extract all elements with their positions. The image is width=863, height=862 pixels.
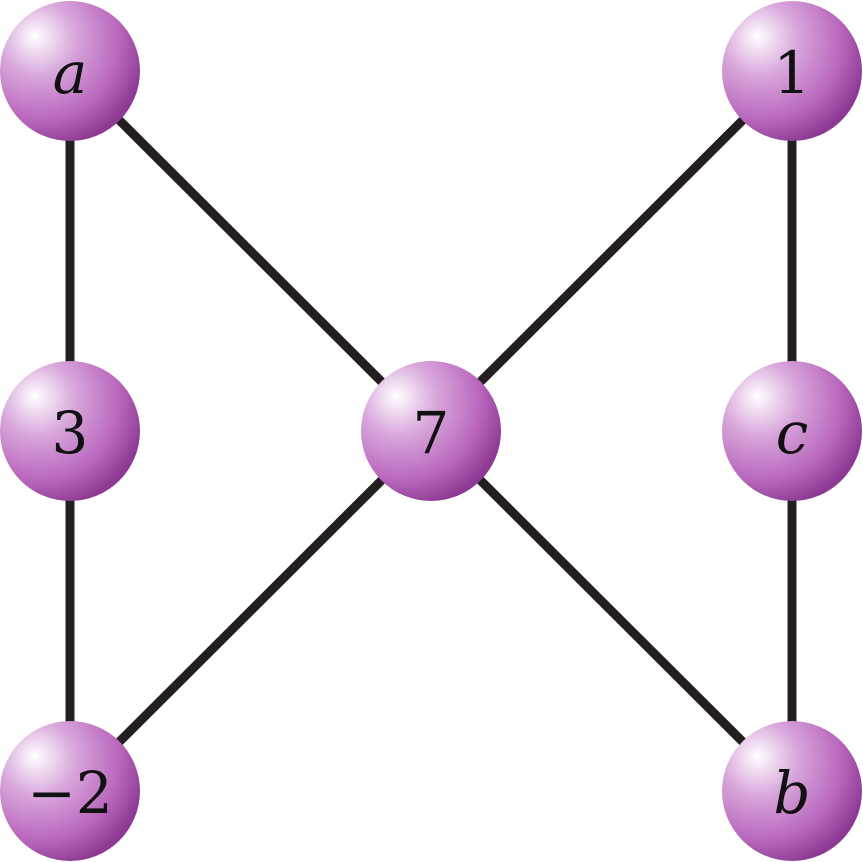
node-sphere [722, 721, 862, 861]
node-label: c [776, 399, 808, 467]
node-seven: 7 [361, 361, 501, 501]
node-label: −2 [27, 759, 113, 827]
edges-layer [65, 115, 797, 747]
node-label: 7 [413, 399, 450, 467]
node-sphere [361, 361, 501, 501]
node-minus-two: −2 [0, 721, 140, 861]
edge-one-seven [475, 115, 748, 387]
node-c: c [722, 361, 862, 501]
node-three: 3 [0, 361, 140, 501]
node-sphere [722, 361, 862, 501]
node-sphere [0, 1, 140, 141]
node-sphere [0, 361, 140, 501]
edge-a-seven [114, 115, 387, 387]
node-label: 1 [774, 39, 811, 107]
node-label: a [53, 39, 88, 107]
node-a: a [0, 1, 140, 141]
node-label: 3 [52, 399, 89, 467]
edge-seven-b [475, 475, 748, 747]
node-sphere [722, 1, 862, 141]
edge-minus-two-seven [114, 475, 387, 747]
node-b: b [722, 721, 862, 861]
node-sphere [0, 721, 140, 861]
node-label: b [773, 759, 810, 827]
node-one: 1 [722, 1, 862, 141]
